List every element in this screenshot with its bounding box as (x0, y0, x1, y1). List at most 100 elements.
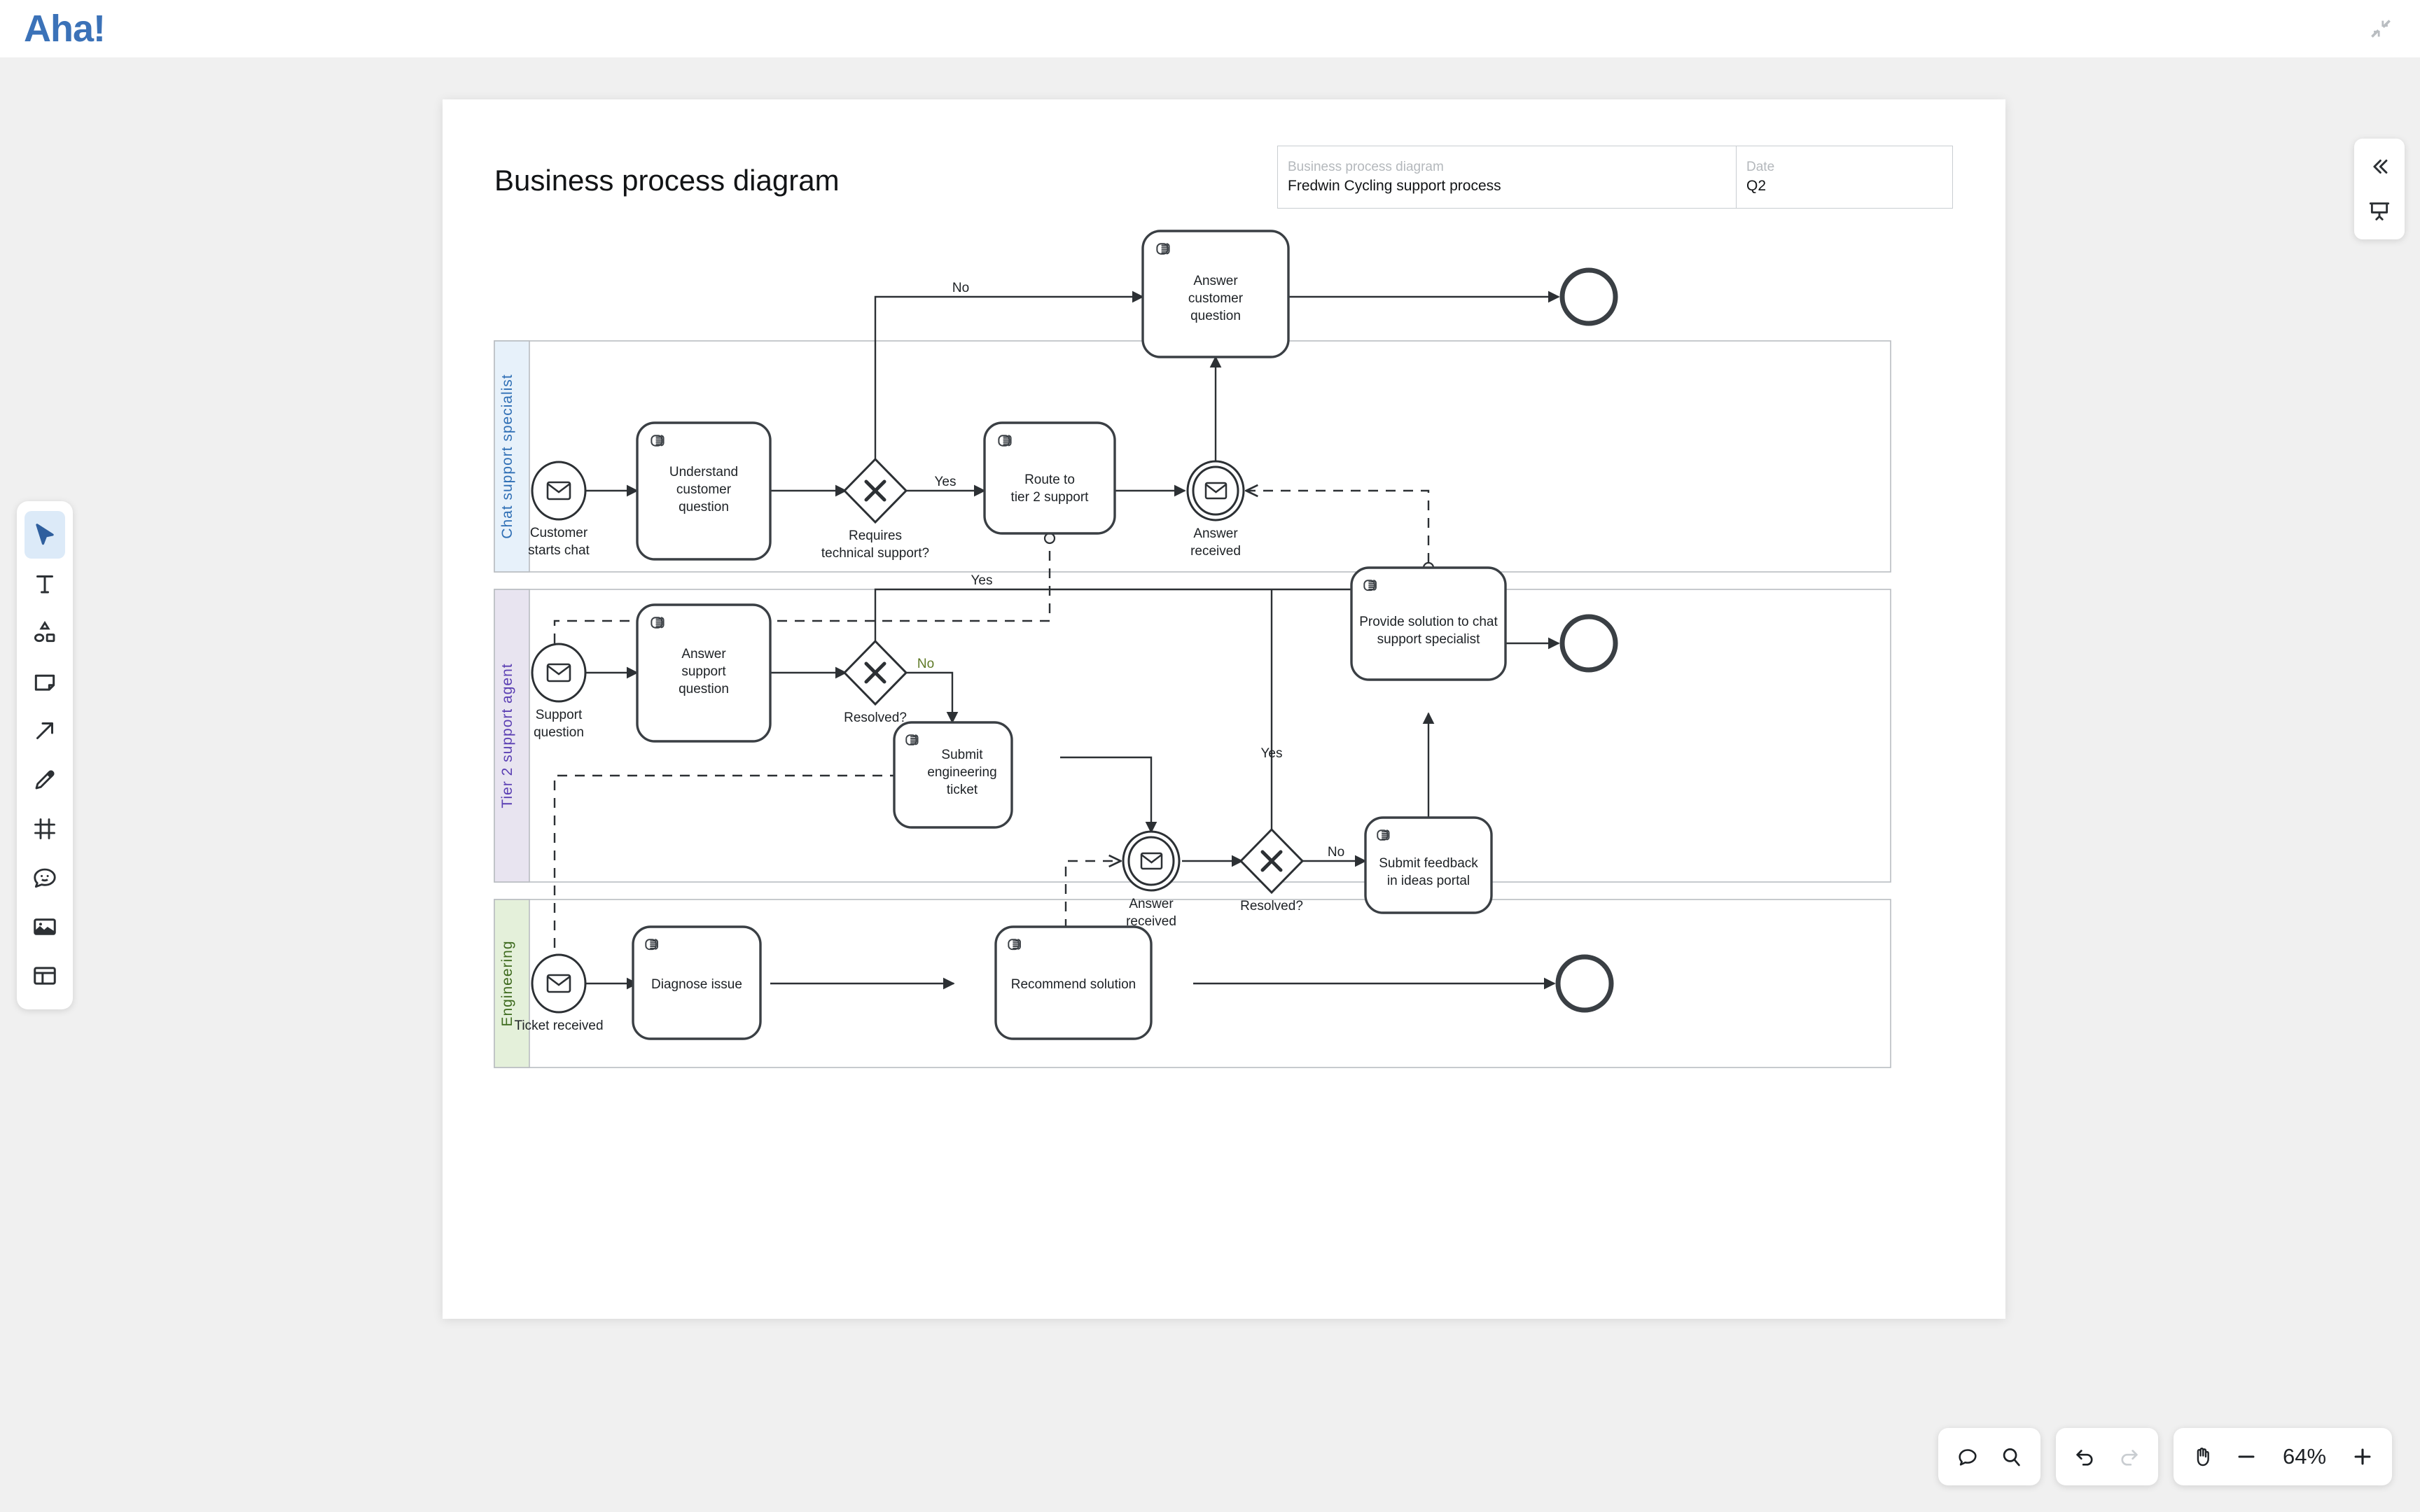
edge-label-yes-1: Yes (935, 475, 957, 489)
collapse-arrows-icon[interactable] (2363, 10, 2399, 47)
edge-label-yes-3: Yes (1261, 746, 1283, 761)
edge-label-yes-2: Yes (971, 573, 993, 588)
node-label: Answer (1193, 274, 1238, 288)
edge-submitticket-to-answerreceived2 (1060, 756, 1157, 834)
node-label: question (534, 725, 584, 740)
msgflow-provide-to-answerreceived (1246, 491, 1430, 563)
edge-resolved1-yes (874, 583, 1381, 641)
node-label: question (679, 500, 729, 514)
node-label: in ideas portal (1387, 874, 1470, 888)
node-support-question[interactable]: Support question (531, 643, 587, 740)
shapes-tool[interactable] (25, 609, 65, 657)
zoom-level-label[interactable]: 64% (2282, 1444, 2327, 1469)
lane-label-tier2: Tier 2 support agent (499, 663, 515, 808)
hand-pan-icon[interactable] (2183, 1437, 2223, 1476)
metadata-label-date: Date (1746, 160, 1775, 174)
node-label: Customer (530, 526, 588, 540)
text-tool[interactable] (25, 560, 65, 608)
node-label: Answer (1129, 897, 1174, 911)
page-title[interactable]: Business process diagram (494, 164, 840, 197)
node-recommend-solution[interactable]: Recommend solution (994, 925, 1153, 1040)
node-answer-received-lane1[interactable]: Answer received (1186, 460, 1245, 559)
node-label: Support (536, 708, 583, 722)
node-label: Submit (941, 748, 983, 762)
node-ticket-received[interactable]: Ticket received (514, 953, 604, 1033)
node-label: Diagnose issue (651, 977, 742, 992)
aha-logo[interactable]: Aha! (24, 8, 106, 50)
history-group (2056, 1428, 2158, 1485)
edge-labels: No Yes Yes No Yes No (917, 281, 1344, 860)
template-layout-tool[interactable] (25, 952, 65, 1000)
bpmn-diagram[interactable]: Chat support specialist Tier 2 support a… (443, 99, 2005, 1319)
right-panel (2354, 139, 2405, 239)
node-requires-technical-support-gateway[interactable]: Requires technical support? (821, 457, 929, 561)
metadata-value-process: Fredwin Cycling support process (1288, 177, 1501, 194)
redo-icon[interactable] (2109, 1437, 2148, 1476)
node-customer-starts-chat[interactable]: Customer starts chat (528, 461, 590, 558)
canvas-page[interactable]: Business process diagram Business proces… (443, 99, 2005, 1319)
search-icon[interactable] (1991, 1437, 2031, 1476)
node-label: Provide solution to chat (1359, 615, 1498, 629)
node-label: Answer (681, 647, 726, 662)
image-tool[interactable] (25, 903, 65, 951)
node-submit-feedback-ideas-portal[interactable]: Submit feedback in ideas portal (1364, 816, 1493, 914)
edges (585, 290, 1560, 990)
node-understand-customer-question[interactable]: Understand customer question (636, 421, 772, 561)
node-label: Resolved? (1240, 899, 1303, 913)
node-label: Route to (1024, 472, 1075, 487)
metadata-table[interactable]: Business process diagram Fredwin Cycling… (1277, 146, 1953, 209)
node-end-event-lane1[interactable] (1559, 267, 1618, 326)
node-label: tier 2 support (1011, 490, 1090, 505)
metadata-value-date: Q2 (1746, 177, 1767, 194)
node-label: Resolved? (844, 710, 907, 725)
node-diagnose-issue[interactable]: Diagnose issue (632, 925, 762, 1040)
node-label: question (679, 682, 729, 696)
frame-tool[interactable] (25, 805, 65, 853)
node-label: received (1190, 544, 1241, 559)
sticky-note-tool[interactable] (25, 658, 65, 706)
node-label: starts chat (528, 543, 590, 558)
edge-gateway-no (874, 290, 1144, 459)
node-resolved-gateway-1[interactable]: Resolved? (842, 639, 908, 725)
message-flows (555, 491, 1430, 974)
bottom-toolbar: 64% (1938, 1428, 2392, 1485)
arrow-tool[interactable] (25, 707, 65, 755)
lane-label-chat: Chat support specialist (499, 374, 515, 538)
node-label: support (681, 664, 726, 679)
presentation-icon[interactable] (2360, 192, 2399, 231)
lane-label-engineering: Engineering (499, 940, 515, 1026)
chevron-double-left-icon[interactable] (2360, 147, 2399, 186)
node-route-to-tier-2-support[interactable]: Route to tier 2 support (983, 421, 1116, 535)
node-submit-engineering-ticket[interactable]: Submit engineering ticket (893, 721, 1013, 829)
node-label: question (1190, 309, 1241, 323)
node-answer-received-lane2[interactable]: Answer received (1122, 830, 1181, 929)
node-end-event-lane3[interactable] (1555, 954, 1614, 1013)
node-label: customer (1188, 291, 1244, 306)
node-resolved-gateway-2[interactable]: Resolved? (1239, 827, 1305, 913)
edge-label-no-2: No (917, 657, 934, 671)
pencil-tool[interactable] (25, 756, 65, 804)
select-tool[interactable] (25, 511, 65, 559)
edge-label-no-3: No (1328, 845, 1344, 860)
node-answer-support-question[interactable]: Answer support question (636, 603, 772, 743)
node-label: ticket (947, 783, 978, 797)
zoom-group: 64% (2174, 1428, 2392, 1485)
zoom-out-button[interactable] (2227, 1437, 2266, 1476)
emoji-sticker-tool[interactable] (25, 854, 65, 902)
left-toolbar (17, 501, 73, 1009)
metadata-label-process: Business process diagram (1288, 160, 1444, 174)
metadata-cell-process[interactable]: Business process diagram Fredwin Cycling… (1278, 146, 1737, 208)
node-label: Submit feedback (1379, 856, 1478, 871)
undo-icon[interactable] (2066, 1437, 2105, 1476)
edge-label-no-1: No (952, 281, 969, 295)
node-label: technical support? (821, 546, 929, 561)
zoom-in-button[interactable] (2343, 1437, 2382, 1476)
comment-icon[interactable] (1948, 1437, 1987, 1476)
node-answer-customer-question[interactable]: Answer customer question (1141, 230, 1290, 358)
top-bar: Aha! (0, 0, 2420, 57)
node-end-event-lane2[interactable] (1559, 614, 1618, 673)
top-bar-actions (2363, 10, 2399, 47)
node-provide-solution-to-chat-support-specialist[interactable]: Provide solution to chat support special… (1350, 566, 1507, 681)
metadata-cell-date[interactable]: Date Q2 (1737, 146, 1952, 208)
node-label: Understand (669, 465, 738, 479)
